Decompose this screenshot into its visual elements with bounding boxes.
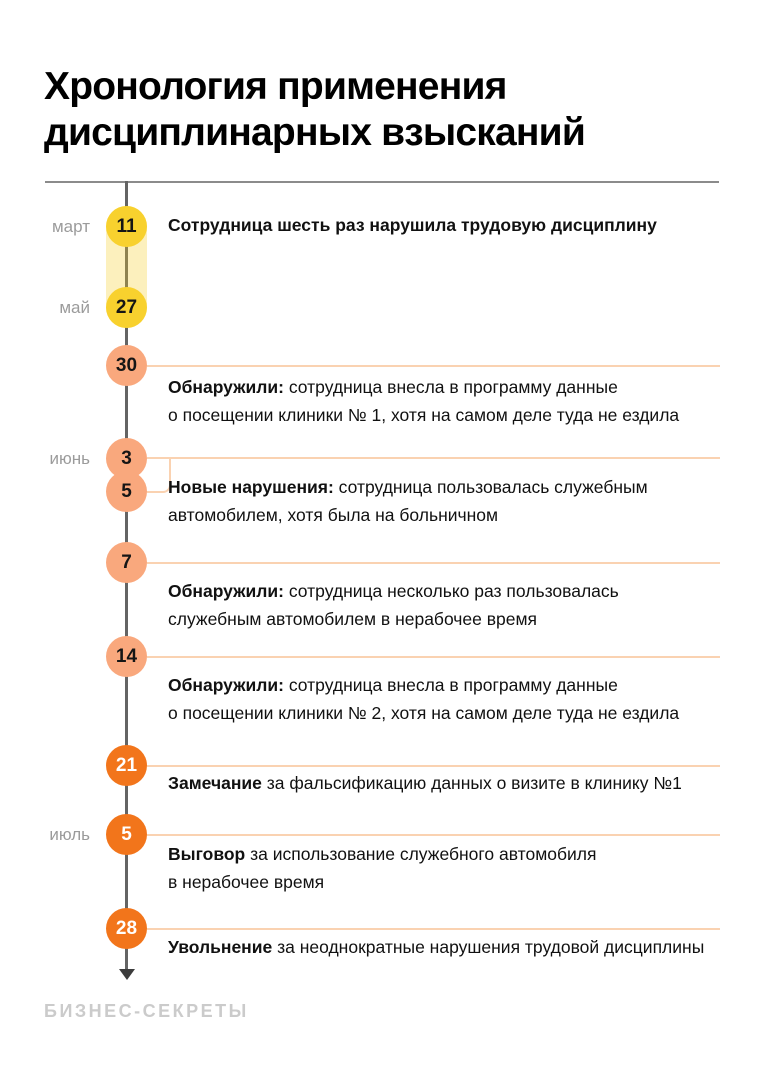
month-label-july: июль	[49, 825, 90, 844]
event-rule-june-21	[147, 765, 720, 767]
date-marker-july-28: 28	[106, 908, 147, 949]
month-label-march: март	[51, 217, 90, 236]
event-rule-july-28	[147, 928, 720, 930]
event-lead: Сотрудница шесть раз нарушила трудовую д…	[168, 215, 657, 235]
event-rest: сотрудница внесла в программу данные о п…	[168, 675, 680, 723]
date-marker-june-7: 7	[106, 542, 147, 583]
event-text-car-found: Обнаружили: сотрудница несколько раз пол…	[168, 578, 728, 633]
event-text-clinic-2-found: Обнаружили: сотрудница внесла в программ…	[168, 672, 728, 727]
date-marker-may-27: 27	[106, 287, 147, 328]
header-divider	[45, 181, 719, 183]
event-lead: Замечание	[168, 773, 262, 793]
event-lead: Новые нарушения:	[168, 477, 334, 497]
event-lead: Обнаружили:	[168, 581, 284, 601]
event-rule-june-3-5	[147, 457, 720, 459]
event-text-dismissal: Увольнение за неоднократные нарушения тр…	[168, 934, 728, 962]
date-marker-may-30: 30	[106, 345, 147, 386]
event-rule-june-14	[147, 656, 720, 658]
month-label-may: май	[59, 298, 90, 317]
event-text-clinic-1-found: Обнаружили: сотрудница внесла в программ…	[168, 374, 728, 429]
event-lead: Обнаружили:	[168, 675, 284, 695]
page-title: Хронология применения дисциплинарных взы…	[44, 64, 586, 156]
event-text-remark: Замечание за фальсификацию данных о визи…	[168, 770, 728, 798]
event-rest: за использование служебного автомобиля в…	[168, 844, 597, 892]
event-text-new-violations: Новые нарушения: сотрудница пользовалась…	[168, 474, 728, 529]
event-rest: сотрудница пользовалась служебным автомо…	[168, 477, 648, 525]
event-rule-june-7	[147, 562, 720, 564]
timeline-arrow-icon	[119, 969, 135, 980]
event-lead: Увольнение	[168, 937, 273, 957]
event-rest: сотрудница внесла в программу данные о п…	[168, 377, 680, 425]
event-bracket-june-3-5	[147, 458, 171, 493]
event-rest: сотрудница несколько раз пользовалась сл…	[168, 581, 619, 629]
brand-logo: БИЗНЕС-СЕКРЕТЫ	[44, 1001, 249, 1021]
date-marker-june-21: 21	[106, 745, 147, 786]
event-rest: за фальсификацию данных о визите в клини…	[261, 773, 682, 793]
event-lead: Выговор	[168, 844, 246, 864]
date-marker-july-5: 5	[106, 814, 147, 855]
page-title-line-1: Хронология применения	[44, 65, 507, 108]
event-rest: за неоднократные нарушения трудовой дисц…	[272, 937, 705, 957]
event-text-reprimand: Выговор за использование служебного авто…	[168, 841, 728, 896]
event-lead: Обнаружили:	[168, 377, 284, 397]
date-marker-june-14: 14	[106, 636, 147, 677]
date-marker-june-5: 5	[106, 471, 147, 512]
event-rule-july-5	[147, 834, 720, 836]
date-marker-march-11: 11	[106, 206, 147, 247]
month-label-june: июнь	[49, 449, 91, 468]
event-rule-may-30	[147, 365, 720, 367]
page-title-line-2: дисциплинарных взысканий	[44, 111, 586, 154]
event-text-violations: Сотрудница шесть раз нарушила трудовую д…	[168, 212, 728, 240]
